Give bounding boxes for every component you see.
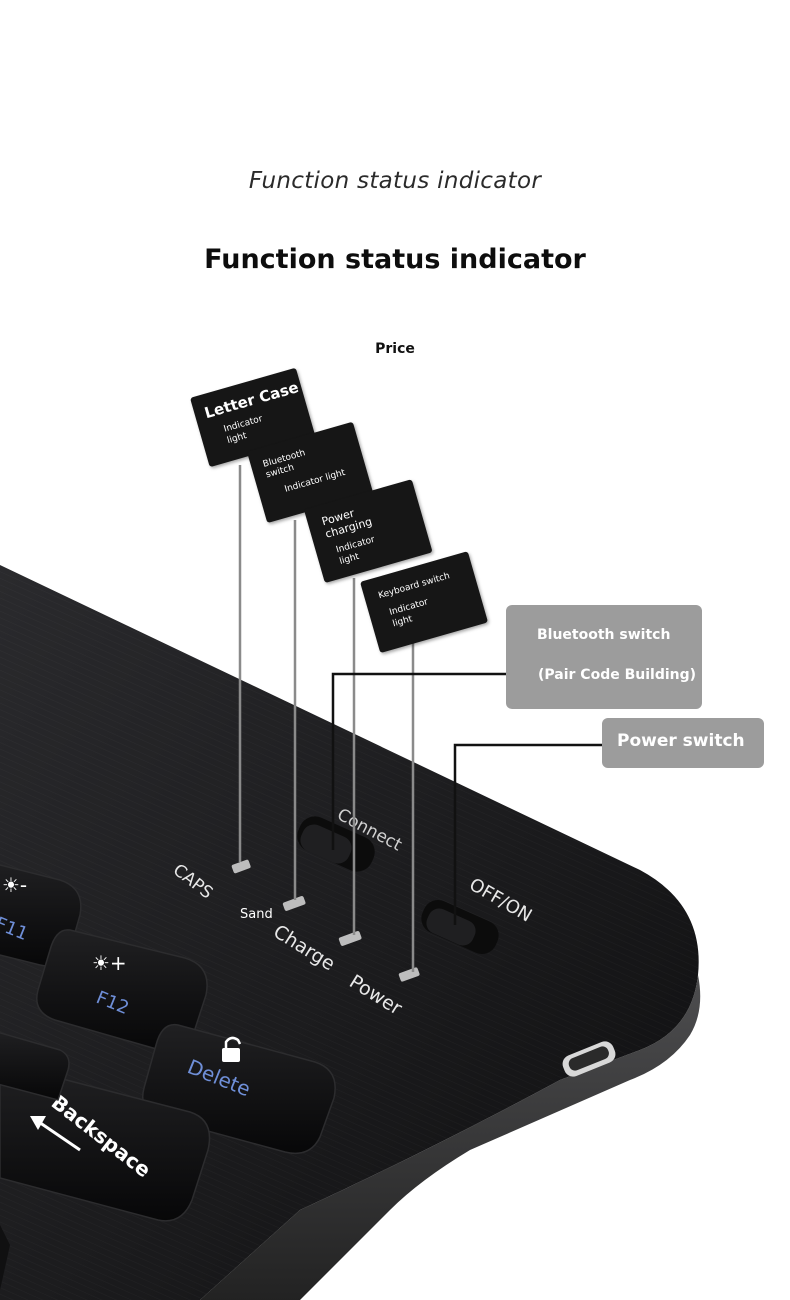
leader-lines [238, 465, 415, 972]
main-heading: Function status indicator [204, 244, 586, 275]
brightness-down-icon: ☀- [2, 873, 27, 897]
bluetooth-switch-label-box: Bluetooth switch (Pair Code Building) [506, 605, 702, 709]
switch-connector-lines [331, 672, 602, 925]
bluetooth-switch-line2: (Pair Code Building) [538, 667, 697, 683]
callout-letter-case-sub: Indicator light [222, 414, 264, 447]
key-backspace: Backspace [0, 1067, 211, 1222]
sand-label: Sand [240, 907, 273, 922]
charge-light [338, 931, 362, 946]
callout-bluetooth-title: Bluetooth switch [261, 448, 307, 481]
power-switch-knob [421, 900, 499, 954]
callout-keyboard-switch-sub: Indicator light [388, 597, 430, 630]
bluetooth-switch-knob [297, 816, 375, 872]
key-f12: ☀+ F12 [36, 929, 208, 1052]
price-label: Price [375, 341, 415, 357]
usb-port [562, 1041, 616, 1077]
brightness-up-icon: ☀+ [92, 951, 127, 975]
callout-power-charging-sub: Indicator light [335, 534, 377, 567]
top-heading: Function status indicator [248, 168, 542, 194]
bluetooth-light [282, 896, 306, 911]
lock-icon [222, 1036, 242, 1062]
arrow-left-icon [30, 1116, 81, 1152]
bluetooth-switch-line1: Bluetooth switch [537, 627, 671, 643]
caps-light [231, 859, 251, 874]
power-light [398, 967, 420, 982]
power-switch-label-box: Power switch [602, 718, 764, 768]
power-switch-label: Power switch [617, 731, 745, 751]
